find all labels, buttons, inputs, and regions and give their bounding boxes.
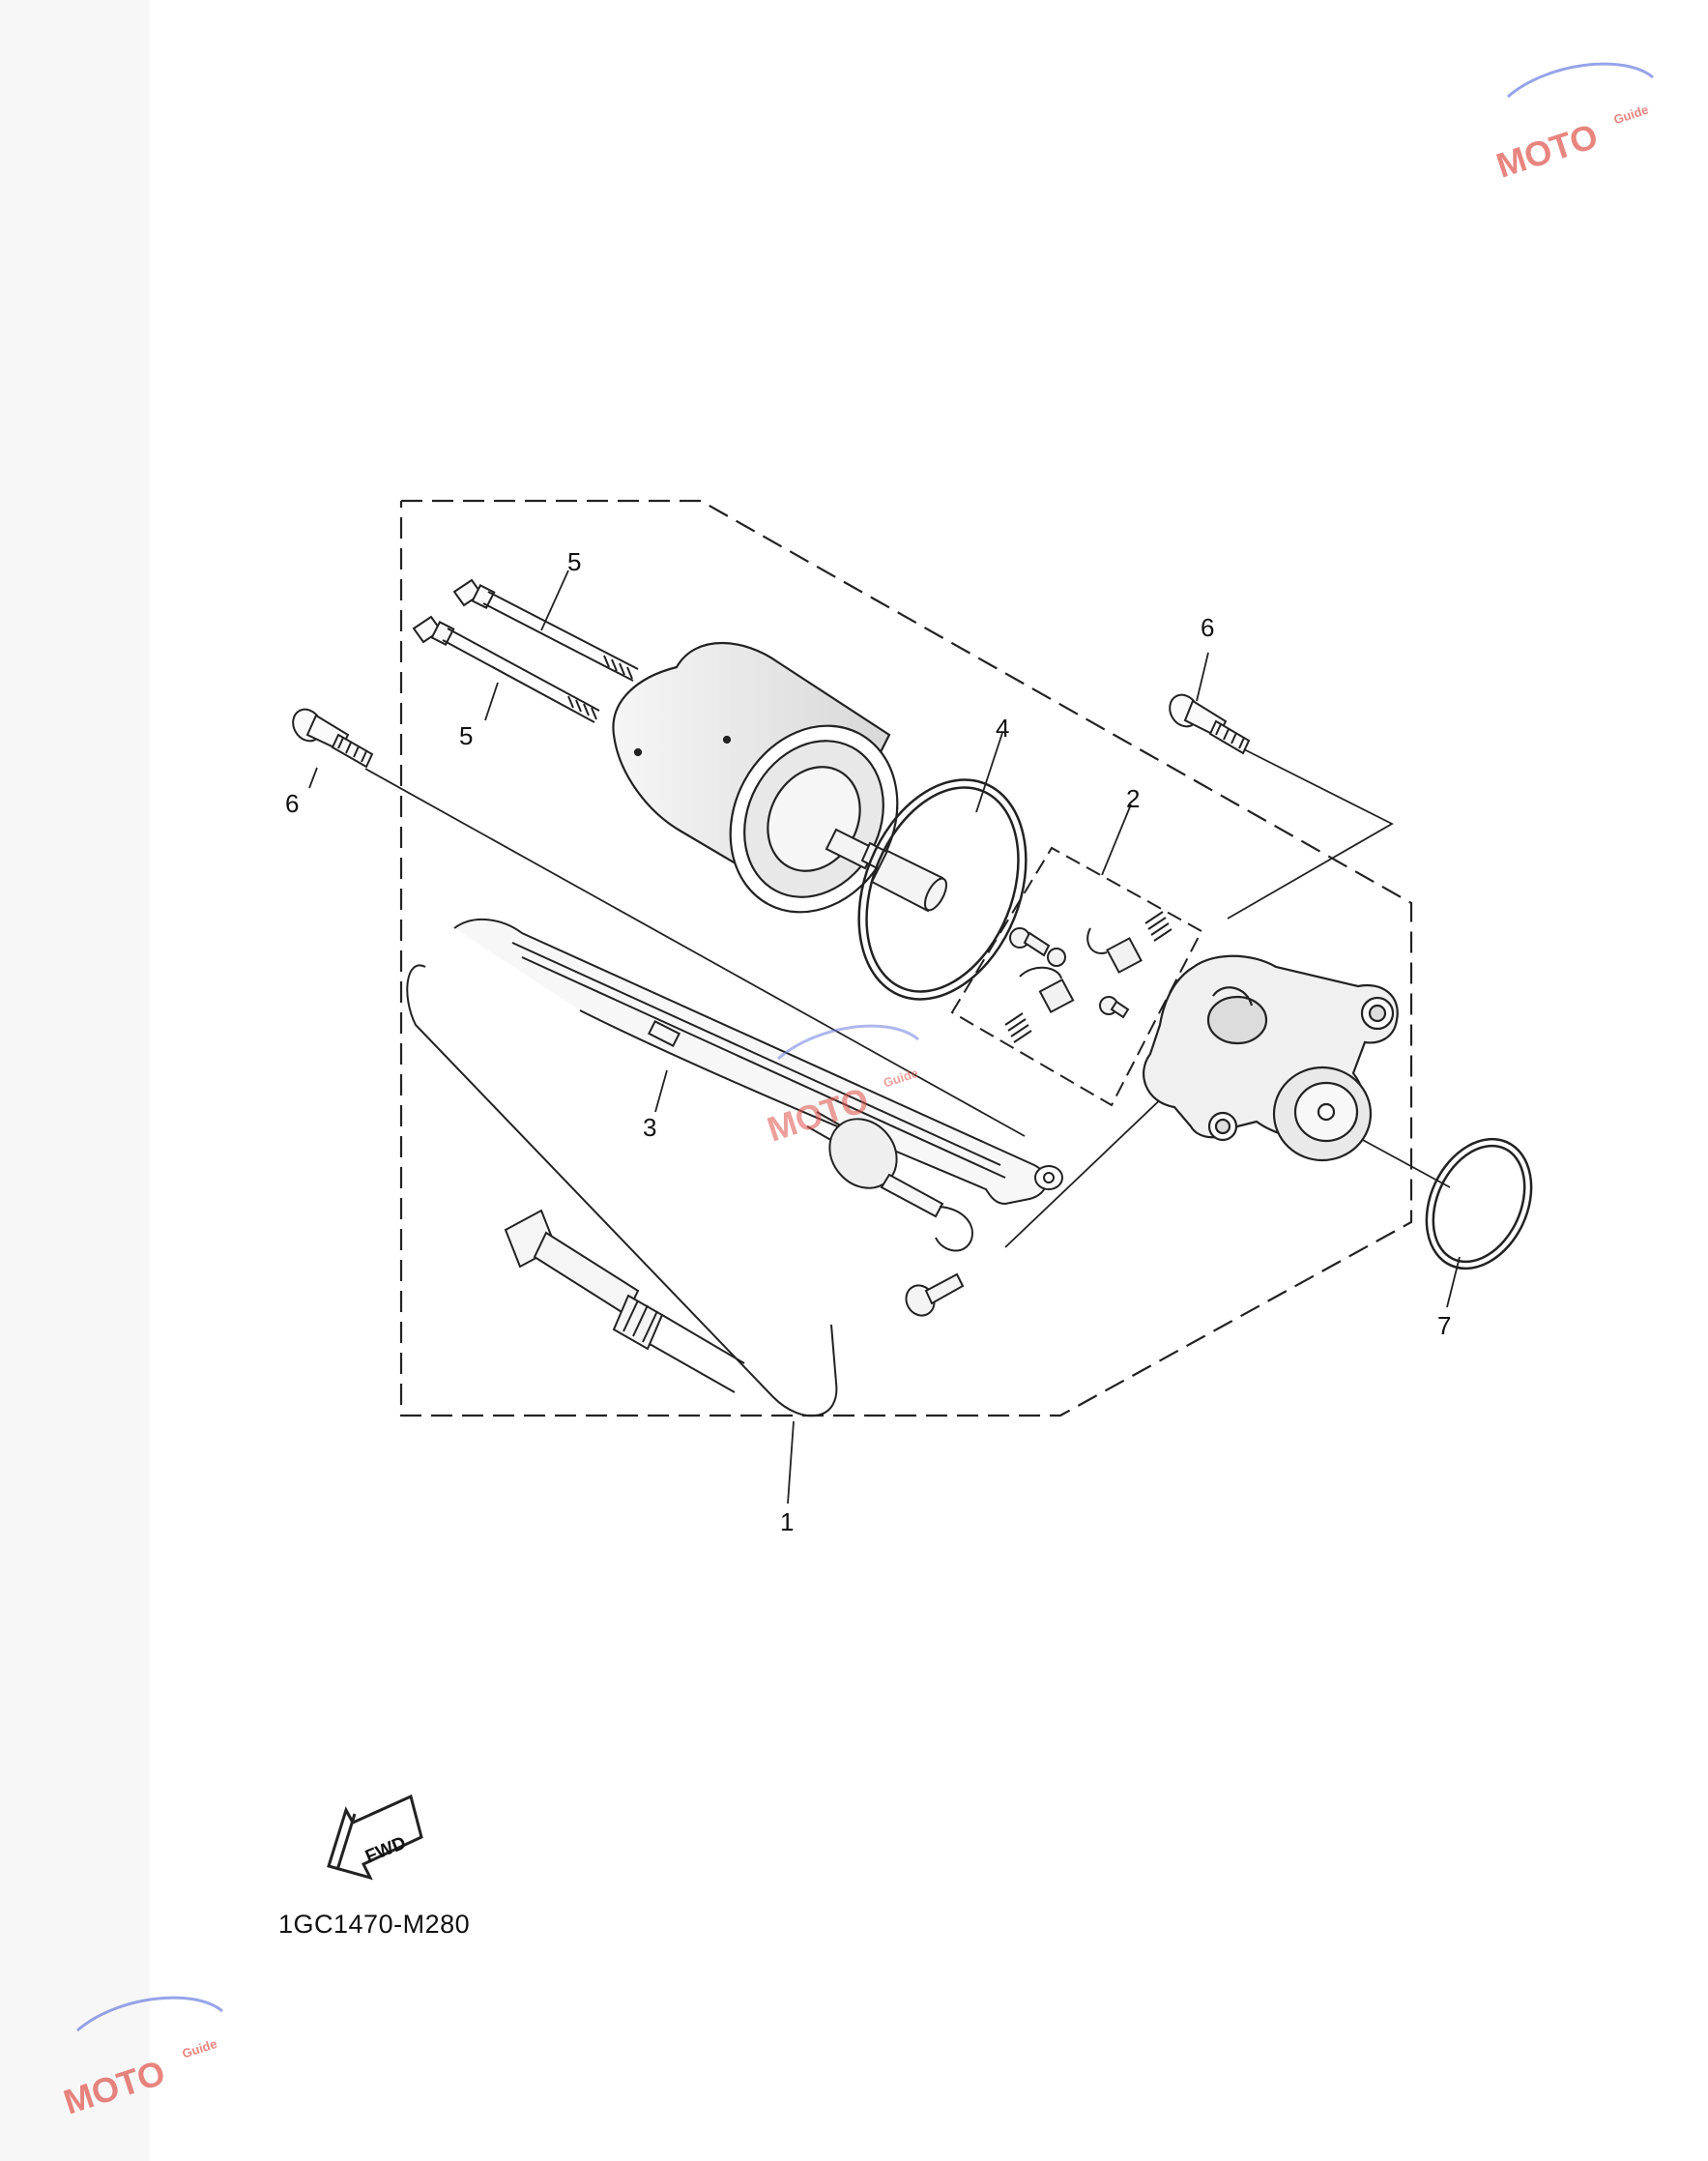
terminal-screw <box>905 1272 965 1317</box>
motor-yoke <box>612 641 899 914</box>
bolt-6-right-leader <box>1227 746 1394 920</box>
callout-5-lower: 5 <box>459 721 473 750</box>
svg-text:MOTO: MOTO <box>1491 116 1603 186</box>
bolt-6-left-leader <box>364 768 1026 1137</box>
callout-4: 4 <box>996 714 1009 743</box>
motor-rear-cover <box>1143 954 1399 1162</box>
lead-wire-3 <box>453 918 1063 1252</box>
bolt-6-right <box>1169 693 1251 755</box>
through-bolt-5-lower <box>412 615 600 723</box>
svg-text:Guide: Guide <box>882 1066 920 1091</box>
through-bolt-5-upper <box>452 578 639 682</box>
svg-text:Guide: Guide <box>1612 102 1651 128</box>
o-ring-7 <box>1425 1137 1533 1270</box>
lead-wire-leader <box>1004 1092 1169 1248</box>
callout-6-left: 6 <box>285 789 299 818</box>
drawing-code: 1GC1470-M280 <box>278 1910 471 1939</box>
bolt-6-left <box>292 708 374 769</box>
page-margin-band <box>0 0 150 2161</box>
callout-1: 1 <box>780 1507 794 1536</box>
callout-leaders <box>308 569 1461 1504</box>
callout-7: 7 <box>1437 1311 1451 1340</box>
watermark-top-right: MOTO Guide <box>1491 62 1654 186</box>
motor-shaft-assembly <box>406 964 838 1417</box>
fwd-arrow-icon <box>327 1794 423 1881</box>
callout-3: 3 <box>643 1113 656 1142</box>
svg-text:Guide: Guide <box>181 2036 219 2061</box>
callout-6-right: 6 <box>1201 613 1214 642</box>
callout-5-upper: 5 <box>567 547 581 576</box>
armature-shaft <box>825 828 948 913</box>
brush-set-parts <box>1004 911 1172 1043</box>
assembly-boundary <box>399 499 1413 1417</box>
callout-2: 2 <box>1126 784 1140 813</box>
